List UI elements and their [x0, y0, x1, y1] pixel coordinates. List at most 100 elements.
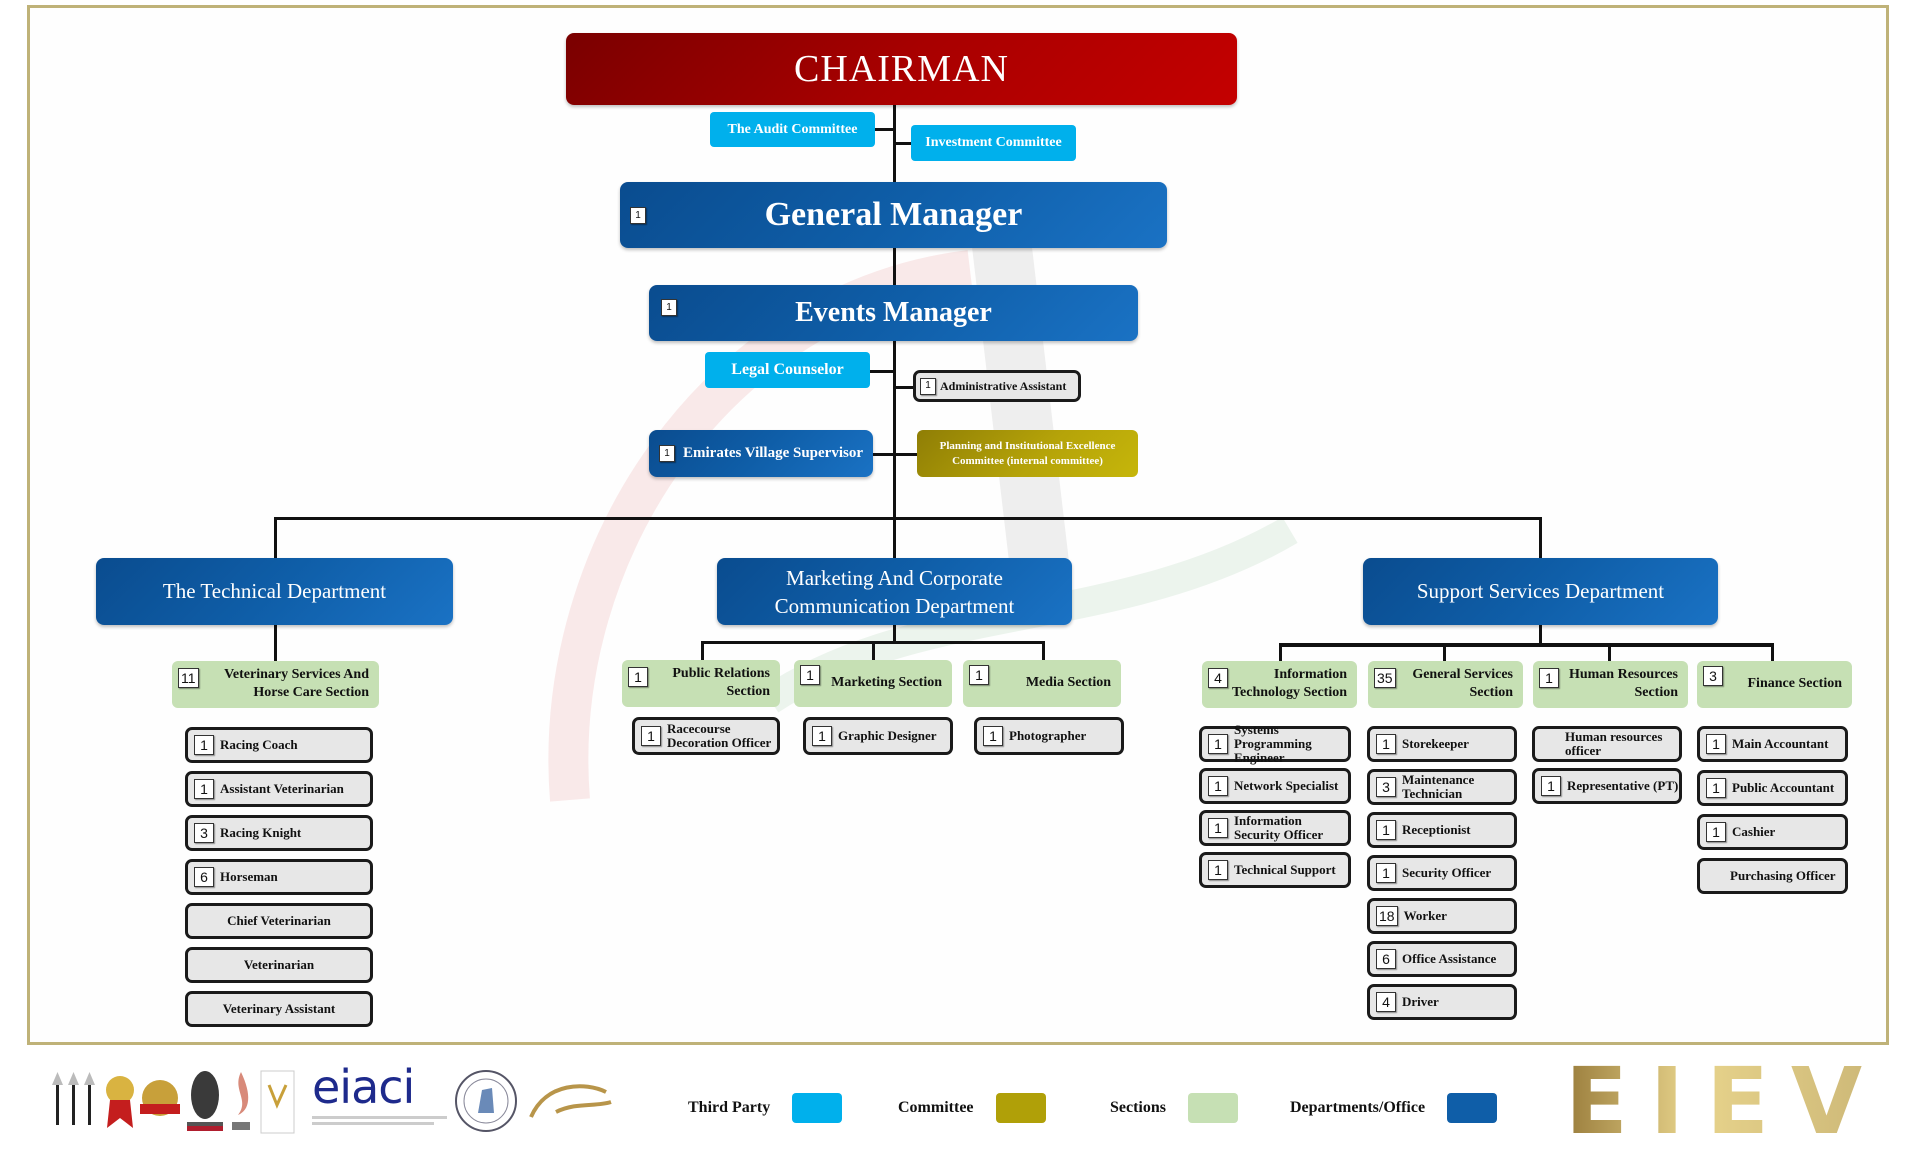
role-box[interactable]: 1 Main Accountant: [1697, 726, 1848, 762]
general-manager-count: 1: [630, 207, 646, 224]
audit-committee-box[interactable]: The Audit Committee: [710, 112, 875, 147]
role-box[interactable]: Veterinarian: [185, 947, 373, 983]
role-label: Veterinary Assistant: [222, 1001, 336, 1016]
connector-mkt-down: [893, 625, 896, 643]
role-count: 1: [1208, 734, 1228, 754]
role-label: Human resources officer: [1565, 729, 1663, 758]
planning-excellence-committee-label: Planning and Institutional Excellence Co…: [939, 439, 1116, 467]
section-veterinary-services[interactable]: 11 Veterinary Services And Horse Care Se…: [172, 661, 379, 708]
eiev-brand-logo: EIEV: [1565, 1056, 1865, 1148]
technical-department-box[interactable]: The Technical Department: [96, 558, 453, 625]
support-department-box[interactable]: Support Services Department: [1363, 558, 1718, 625]
role-count: 3: [1376, 777, 1396, 797]
section-human-resources[interactable]: 1 Human Resources Section: [1533, 661, 1688, 708]
connector-sup-fin: [1771, 643, 1774, 661]
role-box[interactable]: Chief Veterinarian: [185, 903, 373, 939]
emirates-village-count: 1: [659, 445, 675, 462]
role-box[interactable]: Human resources officer: [1532, 726, 1682, 762]
section-information-technology[interactable]: 4 Information Technology Section: [1202, 661, 1357, 708]
section-count: 1: [969, 665, 989, 685]
investment-committee-label: Investment Committee: [925, 135, 1062, 150]
general-manager-box[interactable]: 1 General Manager: [620, 182, 1167, 248]
planning-excellence-committee-box[interactable]: Planning and Institutional Excellence Co…: [917, 430, 1138, 477]
role-label: Racing Coach: [220, 737, 298, 752]
legend-item: Committee: [898, 1093, 1046, 1123]
section-label: Media Section: [1025, 675, 1111, 690]
role-count: 1: [1208, 776, 1228, 796]
role-box[interactable]: 1 Systems Programming Engineer: [1199, 722, 1351, 765]
eiaci-logo: eiaci: [312, 1062, 447, 1125]
legend-item: Departments/Office: [1290, 1093, 1498, 1123]
marketing-department-box[interactable]: Marketing And Corporate Communication De…: [717, 558, 1072, 625]
role-count: 1: [983, 726, 1003, 746]
role-count: 1: [1706, 734, 1726, 754]
administrative-assistant-label: Administrative Assistant: [940, 379, 1067, 393]
section-public-relations[interactable]: 1 Public Relations Section: [622, 660, 780, 707]
role-count: 4: [1376, 992, 1396, 1012]
investment-committee-box[interactable]: Investment Committee: [911, 125, 1076, 161]
chairman-box[interactable]: CHAIRMAN: [566, 33, 1237, 105]
connector-support: [1539, 517, 1542, 559]
section-count: 4: [1208, 668, 1228, 688]
section-count: 1: [1539, 668, 1559, 688]
connector-sup-gs: [1443, 643, 1446, 661]
lamps-logo: [52, 1072, 95, 1125]
role-label: Main Accountant: [1732, 736, 1829, 751]
emirates-village-label: Emirates Village Supervisor: [683, 445, 863, 461]
role-label: Systems Programming Engineer: [1234, 722, 1312, 765]
connector-sup-hr: [1608, 643, 1611, 661]
role-label: Worker: [1403, 908, 1447, 923]
horse-seal-logo: [455, 1070, 517, 1132]
role-count: 1: [1541, 776, 1561, 796]
role-box[interactable]: Purchasing Officer: [1697, 858, 1848, 894]
section-count: 1: [800, 665, 820, 685]
section-label: Marketing Section: [831, 675, 942, 690]
connector-admin: [894, 386, 914, 389]
role-label: Racing Knight: [220, 825, 302, 840]
section-general-services[interactable]: 35 General Services Section: [1368, 661, 1523, 708]
technical-department-label: The Technical Department: [162, 579, 387, 603]
role-count: 6: [194, 867, 214, 887]
role-label: Chief Veterinarian: [227, 913, 331, 928]
administrative-assistant-box[interactable]: 1 Administrative Assistant: [913, 370, 1081, 402]
section-media[interactable]: 1 Media Section: [963, 660, 1121, 707]
section-finance[interactable]: 3 Finance Section: [1697, 661, 1852, 708]
legal-counselor-box[interactable]: Legal Counselor: [705, 352, 870, 388]
award-badge-logo: [106, 1076, 134, 1128]
connector-dept-horizontal: [274, 517, 1541, 520]
support-department-label: Support Services Department: [1416, 579, 1665, 603]
section-label: General Services Section: [1412, 667, 1513, 700]
role-count: 1: [1706, 778, 1726, 798]
general-manager-label: General Manager: [764, 196, 1023, 233]
marketing-department-label: Marketing And Corporate Communication De…: [774, 565, 1015, 618]
award-ribbon-logo: [140, 1080, 180, 1116]
emirates-village-supervisor-box[interactable]: 1 Emirates Village Supervisor: [649, 430, 873, 477]
role-box[interactable]: Veterinary Assistant: [185, 991, 373, 1027]
role-label: Technical Support: [1234, 862, 1336, 877]
connector-tech-section: [274, 625, 277, 661]
legal-counselor-label: Legal Counselor: [731, 361, 844, 378]
role-label: Office Assistance: [1402, 951, 1497, 966]
events-manager-box[interactable]: 1 Events Manager: [649, 285, 1138, 341]
section-marketing[interactable]: 1 Marketing Section: [794, 660, 952, 707]
